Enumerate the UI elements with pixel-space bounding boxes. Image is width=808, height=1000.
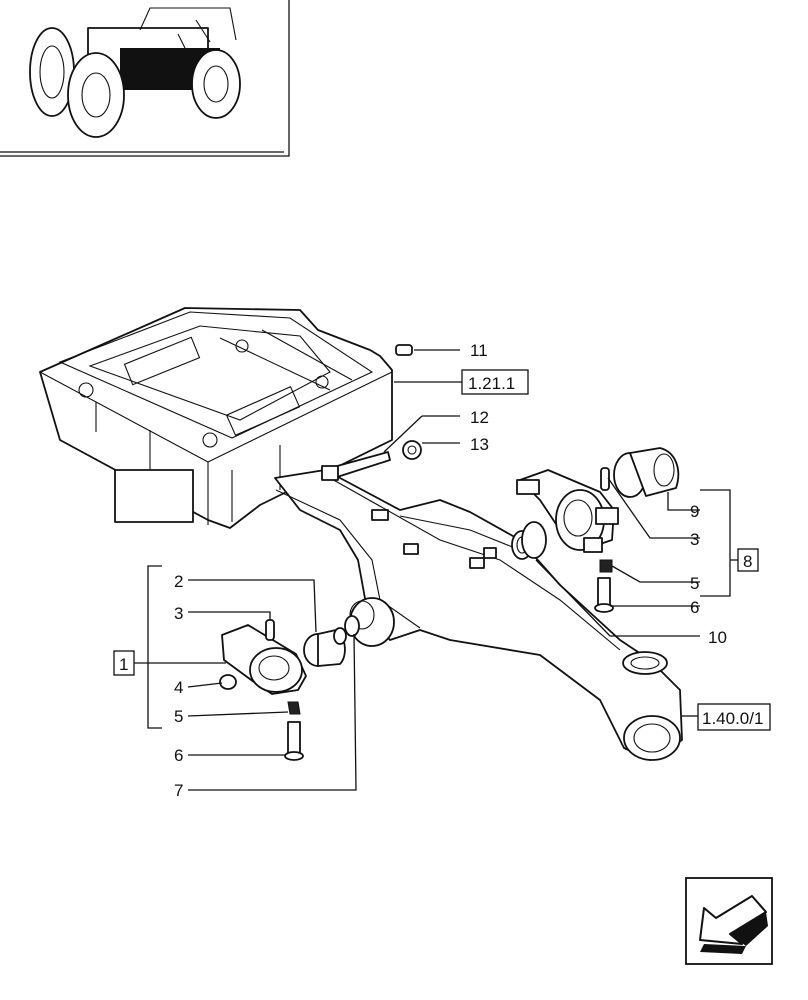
front-axle-housing — [274, 469, 683, 761]
callout-11: 11 — [470, 341, 488, 360]
callout-3-left: 3 — [174, 604, 183, 623]
callout-6-left: 6 — [174, 746, 183, 765]
loose-hardware — [321, 344, 422, 481]
reference-box-axle — [697, 703, 771, 731]
reference-box-frame — [461, 369, 529, 395]
callout-1: 1 — [119, 655, 128, 674]
callout-5-left: 5 — [174, 707, 183, 726]
callout-13: 13 — [470, 435, 489, 454]
tractor-location-thumbnail — [0, 0, 290, 157]
callout-1-box — [113, 650, 135, 676]
rear-pivot-support — [511, 447, 680, 613]
callout-10: 10 — [708, 628, 727, 647]
callout-9: 9 — [690, 502, 699, 521]
callout-7: 7 — [174, 781, 183, 800]
callout-4: 4 — [174, 678, 183, 697]
callout-6-right: 6 — [690, 598, 699, 617]
callout-12: 12 — [470, 408, 489, 427]
reference-frame[interactable]: 1.21.1 — [468, 374, 515, 393]
reference-axle[interactable]: 1.40.0/1 — [702, 709, 763, 728]
callout-5-right: 5 — [690, 574, 699, 593]
back-arrow-icon[interactable] — [685, 877, 773, 965]
callout-3-right: 3 — [690, 530, 699, 549]
callout-8-box — [737, 548, 759, 572]
leader-lines — [134, 349, 738, 791]
front-pivot-support — [219, 615, 360, 761]
callout-2: 2 — [174, 572, 183, 591]
callout-8: 8 — [743, 552, 752, 571]
